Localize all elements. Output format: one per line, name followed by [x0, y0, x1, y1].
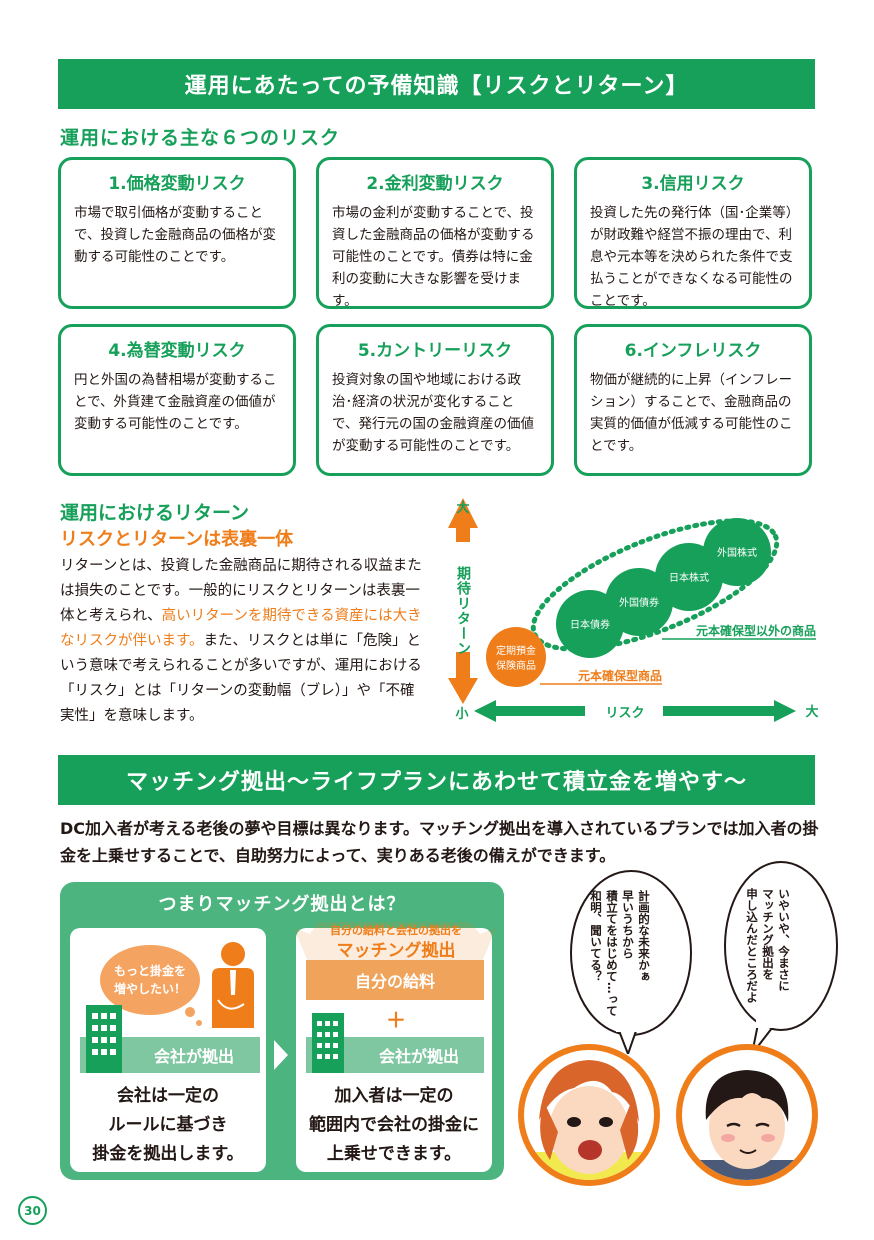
ribbon-small-text: 自分の給料と会社の拠出を — [330, 924, 462, 937]
speech-line: マッチング拠出を — [761, 888, 775, 980]
risk-card-inflation: 6.インフレリスク 物価が継続的に上昇（インフレーション）することで、金融商品の… — [574, 324, 812, 476]
return-body: リターンとは、投資した金融商品に期待される収益または損失のことです。一般的にリス… — [60, 554, 422, 729]
risk-card-title: 6.インフレリスク — [624, 341, 762, 361]
character-man-illustration — [676, 1044, 818, 1186]
salary-bar: 自分の給料 — [306, 960, 484, 1000]
risk-heading: 運用における主な６つのリスク — [60, 127, 341, 149]
company-contribution-label-2: 会社が拠出 — [378, 1047, 459, 1066]
risk-card-body: 円と外国の為替相場が変動することで、外貨建て金融資産の価値が変動する可能性のこと… — [74, 372, 277, 432]
speech-line: 計画的な未来かぁ — [637, 890, 651, 982]
member-desc-line: 範囲内で会社の掛金に — [309, 1115, 479, 1135]
company-contribution-label: 会社が拠出 — [153, 1047, 234, 1066]
risk-card-body: 市場の金利が変動することで、投資した金融商品の価格が変動する可能性のことです。債… — [332, 205, 535, 309]
chevron-right-icon — [274, 1040, 288, 1070]
character-woman-illustration — [518, 1044, 660, 1186]
risk-card-body: 投資した先の発行体（国･企業等）が財政難や経営不振の理由で、利息や元本等を決めら… — [590, 205, 793, 309]
return-subheading: リスクとリターンは表裏一体 — [60, 529, 294, 550]
company-desc-line: 会社は一定の — [117, 1086, 219, 1106]
risk-return-diagram: 大 期待リターン 小 リスク 大 日本債券 外国債券 日本株式 外国株式 元本確… — [448, 498, 819, 722]
risk-card-price: 1.価格変動リスク 市場で取引価格が変動することで、投資した金融商品の価格が変動… — [58, 157, 296, 309]
bubble-jp-stocks-label: 日本株式 — [669, 571, 709, 584]
bubble-foreign-stocks — [703, 518, 771, 586]
risk-card-credit: 3.信用リスク 投資した先の発行体（国･企業等）が財政難や経営不振の理由で、利息… — [574, 157, 812, 309]
ribbon-big-text: マッチング拠出 — [336, 941, 456, 961]
risk-arrow-right — [663, 700, 796, 722]
speech-line: 早いうちから — [621, 890, 635, 959]
return-body-text-2: また、リスクとは単に「危険」という意味で考えられることが多いですが、運用における… — [60, 633, 422, 724]
section-title-matching: マッチング拠出～ライフプランにあわせて積立金を増やす～ — [58, 755, 815, 805]
return-body-text: リターンとは、投資した金融商品に期待される収益または損失のことです。一般的にリス… — [60, 558, 422, 624]
speech-bubble-left — [570, 870, 692, 1054]
return-arrow-down — [448, 652, 478, 704]
speech-text-left: 計画的な未来かぁ 早いうちから 積立てをはじめて…って 和明、聞いてる？ — [588, 890, 652, 1030]
matching-panel-title: つまりマッチング拠出とは？ — [158, 894, 406, 915]
risk-card-title: 1.価格変動リスク — [108, 174, 246, 194]
wish-bubble — [100, 945, 202, 1026]
bubble-jp-bonds-label: 日本債券 — [570, 618, 610, 631]
section-title-risk-return: 運用にあたっての予備知識【リスクとリターン】 — [58, 59, 815, 109]
company-desc-line: 掛金を拠出します。 — [92, 1144, 244, 1164]
building-icon — [312, 1013, 344, 1073]
axis-y-top-label: 大 — [456, 500, 469, 516]
risk-card-currency: 4.為替変動リスク 円と外国の為替相場が変動することで、外貨建て金融資産の価値が… — [58, 324, 296, 476]
employee-icon — [212, 942, 254, 1028]
risk-card-title: 3.信用リスク — [641, 174, 745, 194]
risk-card-body: 物価が継続的に上昇（インフレーション）することで、金融商品の実質的価値が低減する… — [590, 372, 793, 454]
risk-card-title: 4.為替変動リスク — [108, 341, 246, 361]
risk-card-country: 5.カントリーリスク 投資対象の国や地域における政治･経済の状況が変化することで… — [316, 324, 554, 476]
speech-line: いやいや、今まさに — [777, 888, 791, 992]
building-icon — [86, 1005, 122, 1073]
risk-arrow — [474, 700, 585, 722]
matching-ribbon — [294, 922, 496, 962]
member-desc: 加入者は一定の 範囲内で会社の掛金に 上乗せできます。 — [296, 1082, 492, 1169]
speech-line: 和明、聞いてる？ — [589, 890, 603, 982]
risk-card-title: 5.カントリーリスク — [357, 341, 513, 361]
risk-card-body: 市場で取引価格が変動することで、投資した金融商品の価格が変動する可能性のことです… — [74, 205, 276, 265]
bubble-principal-line2: 保険商品 — [496, 659, 536, 672]
risk-card-title: 2.金利変動リスク — [366, 174, 504, 194]
company-desc: 会社は一定の ルールに基づき 掛金を拠出します。 — [70, 1082, 266, 1169]
axis-x-label: リスク — [605, 706, 644, 721]
principal-label: 元本確保型商品 — [578, 668, 662, 683]
page-number: 30 — [18, 1196, 47, 1225]
axis-y-bottom-label: 小 — [455, 707, 468, 722]
risk-card-interest: 2.金利変動リスク 市場の金利が変動することで、投資した金融商品の価格が変動する… — [316, 157, 554, 309]
bubble-principal — [486, 627, 546, 687]
wish-bubble-text: もっと掛金を増やしたい！ — [113, 964, 186, 996]
bubble-foreign-bonds-label: 外国債券 — [619, 596, 659, 609]
company-desc-line: ルールに基づき — [108, 1115, 228, 1135]
speech-line: 申し込んだところだよ — [745, 888, 759, 1003]
axis-x-right-label: 大 — [805, 704, 818, 720]
bubble-foreign-stocks-label: 外国株式 — [717, 546, 757, 559]
speech-text-right: いやいや、今まさに マッチング拠出を 申し込んだところだよ — [744, 888, 792, 1028]
plus-sign: ＋ — [386, 1008, 406, 1032]
return-arrow-up — [448, 498, 478, 542]
member-desc-line: 上乗せできます。 — [326, 1144, 462, 1164]
return-heading: 運用におけるリターン — [60, 502, 250, 524]
salary-label: 自分の給料 — [354, 972, 435, 991]
risk-card-body: 投資対象の国や地域における政治･経済の状況が変化することで、発行元の国の金融資産… — [332, 372, 534, 454]
axis-y-label: 期待リターン — [455, 566, 471, 656]
bubble-principal-line1: 定期預金 — [496, 644, 536, 657]
member-desc-line: 加入者は一定の — [334, 1086, 454, 1106]
speech-line: 積立てをはじめて…って — [605, 890, 619, 1017]
matching-intro: DC加入者が考える老後の夢や目標は異なります。マッチング拠出を導入されているプラ… — [60, 819, 819, 865]
return-body-highlight: 高いリターンを期待できる資産には大きなリスクが伴います。 — [60, 608, 422, 649]
other-products-label: 元本確保型以外の商品 — [696, 623, 816, 638]
